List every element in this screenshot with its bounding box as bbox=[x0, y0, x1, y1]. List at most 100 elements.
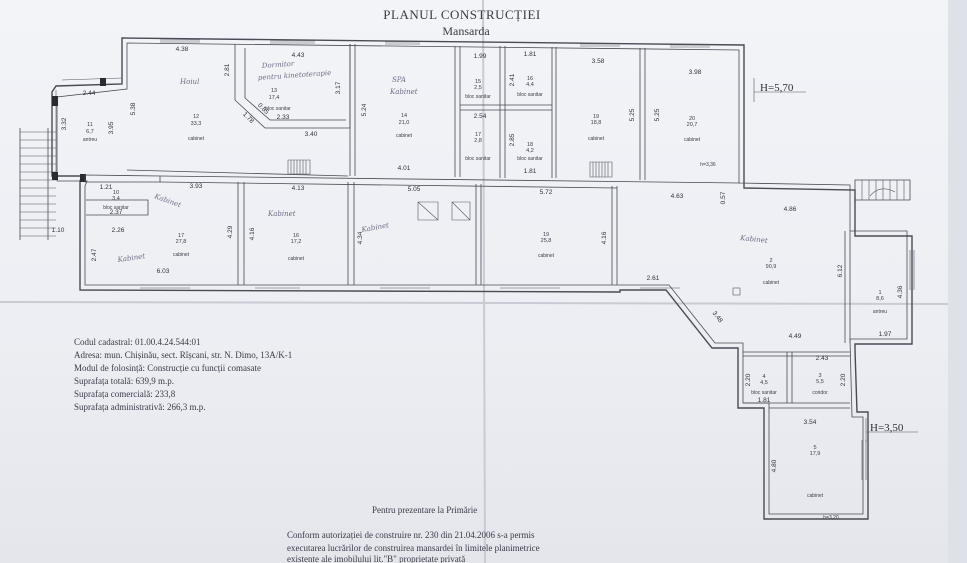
svg-text:antreu: antreu bbox=[83, 137, 97, 143]
svg-text:4.38: 4.38 bbox=[176, 46, 189, 53]
room-labels: 11 6,7 antreu 12 33,3 cabinet 13 17,4 bl… bbox=[83, 76, 887, 499]
svg-text:0.57: 0.57 bbox=[720, 191, 727, 204]
svg-text:12: 12 bbox=[193, 114, 199, 120]
svg-text:90,9: 90,9 bbox=[766, 264, 777, 270]
svg-text:4: 4 bbox=[762, 374, 765, 380]
plan-title: PLANUL CONSTRUCȚIEI bbox=[383, 7, 540, 22]
svg-text:5.25: 5.25 bbox=[654, 108, 661, 121]
svg-text:5: 5 bbox=[813, 445, 816, 451]
svg-text:17: 17 bbox=[475, 132, 481, 138]
svg-text:H=5,70: H=5,70 bbox=[760, 82, 794, 94]
svg-text:Hoiul: Hoiul bbox=[179, 78, 199, 86]
svg-text:21,0: 21,0 bbox=[399, 120, 410, 126]
svg-text:cabinet: cabinet bbox=[588, 136, 605, 142]
svg-text:5,5: 5,5 bbox=[816, 379, 824, 385]
svg-text:3.98: 3.98 bbox=[689, 69, 702, 76]
svg-text:4.43: 4.43 bbox=[292, 52, 305, 59]
room-bloc-sanitar-18: 18 4,2 bloc sanitar bbox=[517, 142, 543, 162]
svg-text:5.25: 5.25 bbox=[629, 108, 636, 121]
svg-text:cabinet: cabinet bbox=[396, 133, 413, 139]
svg-text:18,8: 18,8 bbox=[591, 120, 602, 126]
fold-line-horizontal bbox=[0, 301, 967, 305]
svg-text:bloc sanitar: bloc sanitar bbox=[517, 92, 543, 98]
address: Adresa: mun. Chișinău, sect. Rîșcani, st… bbox=[74, 350, 292, 360]
room-bloc-sanitar-17: 17 2,8 bloc sanitar bbox=[465, 132, 491, 162]
room-bloc-sanitar-16: 16 4,4 bloc sanitar bbox=[517, 76, 543, 98]
svg-text:2.47: 2.47 bbox=[91, 248, 98, 261]
svg-text:3.54: 3.54 bbox=[804, 419, 817, 426]
fold-line-vertical bbox=[482, 0, 486, 563]
room-cabinet-14: 14 21,0 cabinet bbox=[396, 113, 413, 139]
svg-text:cabinet: cabinet bbox=[173, 252, 190, 258]
svg-text:Dormitor: Dormitor bbox=[261, 60, 296, 70]
handwritten-notes: Hoiul Dormitor pentru kinetoterapie SPA … bbox=[116, 60, 768, 264]
svg-text:SPA: SPA bbox=[392, 76, 406, 84]
svg-text:coridor: coridor bbox=[812, 390, 828, 396]
svg-text:1.10: 1.10 bbox=[52, 227, 65, 234]
svg-text:2.33: 2.33 bbox=[277, 114, 290, 121]
svg-text:Kabinet: Kabinet bbox=[360, 221, 390, 234]
svg-text:1.97: 1.97 bbox=[879, 331, 892, 338]
total-area: Suprafața totală: 639,9 m.p. bbox=[74, 376, 174, 386]
svg-text:1: 1 bbox=[878, 290, 881, 296]
svg-text:cabinet: cabinet bbox=[288, 256, 305, 262]
usage-mode: Modul de folosință: Construcție cu funcț… bbox=[74, 363, 261, 373]
svg-text:17,2: 17,2 bbox=[291, 239, 302, 245]
svg-text:25,8: 25,8 bbox=[541, 238, 552, 244]
svg-text:Kabinet: Kabinet bbox=[152, 192, 182, 209]
svg-text:10: 10 bbox=[113, 190, 119, 196]
svg-text:33,3: 33,3 bbox=[191, 121, 202, 127]
svg-text:Kabinet: Kabinet bbox=[267, 210, 296, 218]
svg-text:5.72: 5.72 bbox=[540, 189, 553, 196]
svg-text:2.37: 2.37 bbox=[110, 209, 123, 216]
right-staircase bbox=[854, 179, 911, 201]
svg-text:1.21: 1.21 bbox=[100, 184, 113, 191]
svg-text:4.80: 4.80 bbox=[771, 459, 778, 472]
authorization-notes: Pentru prezentare la Primărie Conform au… bbox=[287, 505, 540, 563]
authorization-line-3: existente ale imobilului lit."B" proprie… bbox=[287, 554, 465, 563]
svg-text:1.81: 1.81 bbox=[758, 397, 771, 404]
svg-text:1.78: 1.78 bbox=[241, 111, 255, 125]
room-cabinet-5: 5 17,9 cabinet bbox=[807, 445, 824, 499]
svg-text:3,4: 3,4 bbox=[112, 196, 120, 202]
height-note-lower: h=3,20 bbox=[823, 515, 839, 521]
room-cabinet-17-bottom: 17 27,8 cabinet bbox=[173, 233, 190, 258]
height-note-upper: h=3,36 bbox=[700, 162, 716, 168]
svg-text:1.99: 1.99 bbox=[474, 53, 487, 60]
svg-text:4.29: 4.29 bbox=[227, 225, 234, 238]
svg-text:2.26: 2.26 bbox=[112, 227, 125, 234]
svg-text:8,6: 8,6 bbox=[876, 296, 884, 302]
svg-text:4,2: 4,2 bbox=[526, 148, 534, 154]
svg-text:H=3,50: H=3,50 bbox=[870, 422, 904, 434]
svg-text:16: 16 bbox=[527, 76, 533, 82]
commercial-area: Suprafața comercială: 233,8 bbox=[74, 389, 176, 399]
dimension-labels: 4.38 2.81 4.43 3.17 2.33 3.40 5.24 1.99 … bbox=[52, 46, 904, 472]
room-cabinet-12: 12 33,3 cabinet bbox=[188, 114, 205, 142]
svg-text:14: 14 bbox=[401, 113, 407, 119]
windows bbox=[140, 39, 915, 480]
svg-text:3.32: 3.32 bbox=[61, 117, 68, 130]
svg-text:Kabinet: Kabinet bbox=[739, 234, 768, 245]
svg-text:cabinet: cabinet bbox=[684, 137, 701, 143]
room-antreu-left: 11 6,7 antreu bbox=[83, 122, 97, 143]
svg-text:cabinet: cabinet bbox=[763, 280, 780, 286]
svg-text:3.40: 3.40 bbox=[305, 131, 318, 138]
cadastral-code: Codul cadastral: 01.00.4.24.544:01 bbox=[74, 337, 200, 347]
svg-text:3.17: 3.17 bbox=[335, 81, 342, 94]
level-marker-lower: H=3,50 bbox=[865, 418, 918, 442]
page-edge bbox=[948, 0, 967, 563]
svg-text:4.13: 4.13 bbox=[292, 185, 305, 192]
svg-text:4.36: 4.36 bbox=[897, 285, 904, 298]
presented-note: Pentru prezentare la Primărie bbox=[372, 505, 477, 515]
svg-text:4,4: 4,4 bbox=[526, 82, 534, 88]
svg-text:1.81: 1.81 bbox=[524, 168, 537, 175]
svg-text:2.44: 2.44 bbox=[83, 90, 96, 97]
svg-text:cabinet: cabinet bbox=[188, 136, 205, 142]
room-bloc-sanitar-15: 15 2,5 bloc sanitar bbox=[465, 79, 491, 100]
svg-text:4.63: 4.63 bbox=[671, 193, 684, 200]
svg-text:3.48: 3.48 bbox=[711, 310, 725, 325]
room-cabinet-16-bottom: 16 17,2 cabinet bbox=[288, 233, 305, 262]
room-cabinet-19-bottom: 19 25,8 cabinet bbox=[538, 232, 555, 259]
